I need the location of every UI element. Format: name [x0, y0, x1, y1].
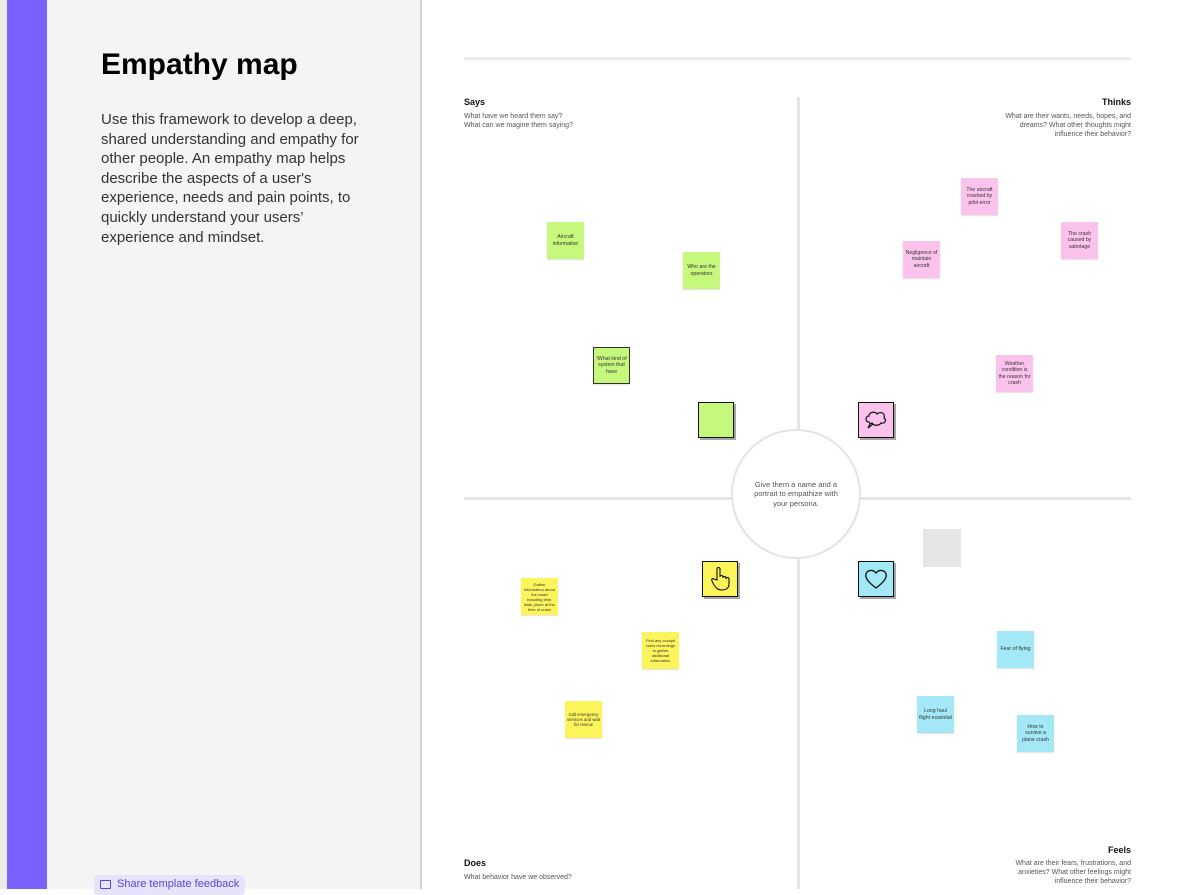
sticky-note[interactable]: Who are the operators [683, 252, 720, 289]
template-title: Empathy map [101, 48, 298, 81]
accent-bar [7, 0, 47, 889]
template-info-panel: Empathy map Use this framework to develo… [47, 0, 422, 895]
hand-pointer-icon[interactable] [702, 561, 738, 597]
does-title: Does [464, 858, 487, 868]
sticky-note[interactable]: The aircraft crashed by pilot error [961, 178, 998, 215]
feedback-icon [100, 879, 111, 889]
thought-bubble-glyph [865, 411, 887, 429]
placeholder-shape[interactable] [923, 529, 961, 567]
sticky-note[interactable]: The crash caused by sabotage [1061, 222, 1098, 259]
heart-glyph [865, 569, 887, 589]
sticky-note[interactable]: Aircraft information [547, 222, 584, 259]
sticky-note[interactable]: Gather information about the crash inclu… [521, 578, 558, 615]
blank-sticky-icon[interactable] [698, 402, 734, 438]
hand-pointer-glyph [711, 566, 730, 591]
sticky-note[interactable]: How to survive a plane crash [1017, 715, 1054, 752]
sticky-note[interactable]: Long haul flight essential [917, 696, 954, 733]
sticky-note[interactable]: !What kind of system that have [593, 347, 630, 384]
says-description: What have we heard them say? What can we… [464, 113, 573, 129]
sticky-note[interactable]: Weather condition is the reason for cras… [996, 355, 1033, 392]
thought-bubble-icon[interactable] [858, 402, 894, 438]
sticky-note[interactable]: Find any cockpit voice recordings to gat… [642, 632, 679, 669]
persona-circle[interactable]: Give them a name and a portrait to empat… [731, 429, 861, 559]
says-title: Says [464, 97, 486, 107]
does-description: What behavior have we observed? [464, 874, 572, 881]
template-description: Use this framework to develop a deep, sh… [101, 111, 359, 246]
empathy-map-canvas[interactable]: Says What have we heard them say? What c… [424, 0, 1202, 889]
feels-title: Feels [1107, 845, 1131, 855]
thinks-description: What are their wants, needs, hopes, and … [1005, 113, 1131, 138]
thinks-title: Thinks [1101, 97, 1131, 107]
share-feedback-button[interactable]: Share template feedback [94, 875, 246, 895]
sticky-note[interactable]: Negligence of maintain aircraft [903, 241, 940, 278]
top-divider [464, 57, 1131, 60]
heart-icon[interactable] [858, 561, 894, 597]
persona-prompt: Give them a name and a portrait to empat… [754, 479, 838, 508]
feels-description: What are their fears, frustrations, and … [1015, 860, 1131, 885]
feedback-label: Share template feedback [117, 878, 240, 890]
sticky-note[interactable]: Fear of flying [997, 631, 1034, 668]
sticky-note[interactable]: Call emergency services and wait for res… [565, 701, 602, 738]
